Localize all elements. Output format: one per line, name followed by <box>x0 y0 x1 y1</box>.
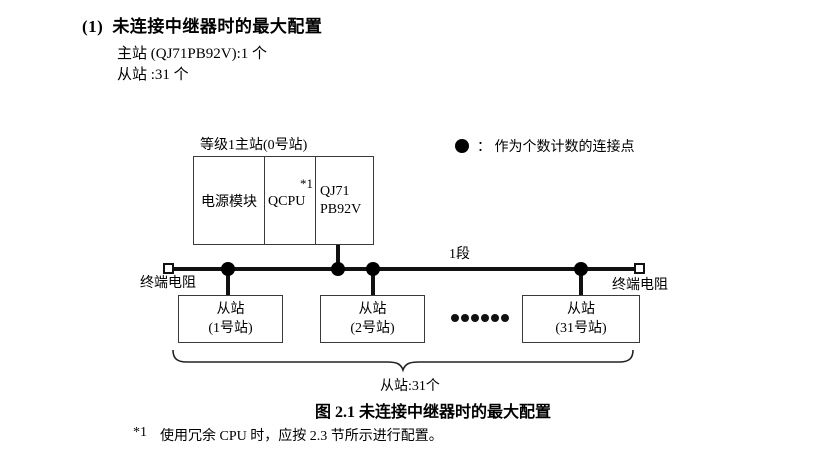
bus-segment-line <box>168 267 642 271</box>
figure-caption: 图 2.1 未连接中继器时的最大配置 <box>315 404 552 421</box>
slave1-number: (1号站) <box>208 321 253 336</box>
cpu-cell: *1 QCPU <box>265 157 316 244</box>
brace-label: 从站:31个 <box>380 379 440 394</box>
connection-point-dot-icon <box>455 139 469 153</box>
slave2-number: (2号站) <box>350 321 395 336</box>
slave31-number: (31号站) <box>555 321 607 336</box>
slave2-drop-line <box>371 269 375 295</box>
terminator-right-label: 终端电阻 <box>612 278 668 293</box>
slave1-drop-line <box>226 269 230 295</box>
footnote-marker: *1 <box>133 425 147 440</box>
ellipsis-dots-icon <box>451 314 509 322</box>
slave-station-2-box: 从站 (2号站) <box>320 295 425 343</box>
slave2-name: 从站 <box>358 302 387 317</box>
segment-label: 1段 <box>449 247 470 262</box>
master-station-label: 等级1主站(0号站) <box>200 138 308 153</box>
section-heading: (1) 未连接中继器时的最大配置 <box>82 12 322 37</box>
power-module-cell: 电源模块 <box>194 157 265 244</box>
slave-station-31-box: 从站 (31号站) <box>522 295 640 343</box>
footnote: *1 使用冗余 CPU 时，应按 2.3 节所示进行配置。 <box>133 425 443 445</box>
connection-dot-slave1 <box>221 262 235 276</box>
cpu-name: QCPU <box>268 194 306 209</box>
master-station-box: 电源模块 *1 QCPU QJ71 PB92V <box>193 156 374 245</box>
slave31-name: 从站 <box>567 302 595 317</box>
connection-dot-master <box>331 262 345 276</box>
pb92v-module-cell: QJ71 PB92V <box>316 157 373 244</box>
terminator-right-icon <box>634 263 645 274</box>
slave-count-line: 从站 :31 个 <box>117 67 189 83</box>
terminator-left-label: 终端电阻 <box>140 276 196 291</box>
master-drop-line <box>336 245 340 269</box>
section-title: 未连接中继器时的最大配置 <box>112 17 323 36</box>
legend: ： 作为个数计数的连接点 <box>455 136 635 156</box>
legend-text: ： 作为个数计数的连接点 <box>477 140 635 155</box>
footnote-text: 使用冗余 CPU 时，应按 2.3 节所示进行配置。 <box>160 429 443 444</box>
terminator-left-icon <box>163 263 174 274</box>
slave1-name: 从站 <box>216 302 245 317</box>
module-name-line1: QJ71 <box>320 183 350 199</box>
section-number: (1) <box>82 17 104 36</box>
cpu-footnote-ref: *1 <box>300 176 313 191</box>
slave31-drop-line <box>579 269 583 295</box>
connection-dot-slave2 <box>366 262 380 276</box>
master-count-line: 主站 (QJ71PB92V):1 个 <box>117 46 268 62</box>
slave-station-1-box: 从站 (1号站) <box>178 295 283 343</box>
connection-dot-slave31 <box>574 262 588 276</box>
module-name-line2: PB92V <box>320 201 362 217</box>
brace-shape <box>172 349 634 373</box>
